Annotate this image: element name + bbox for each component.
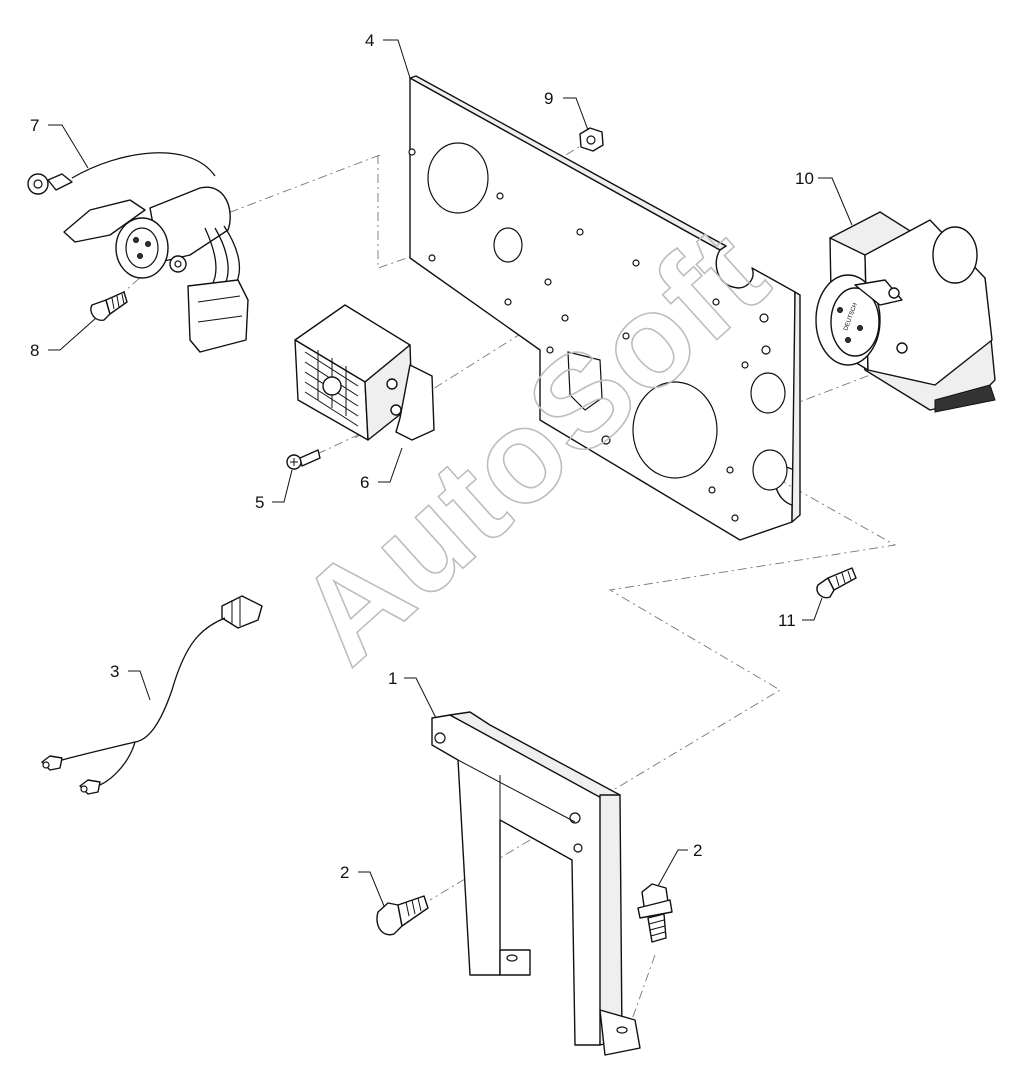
flanged-bolt-right bbox=[637, 883, 673, 943]
callout-2-right: 2 bbox=[693, 841, 702, 860]
flanged-bolt-left bbox=[376, 895, 429, 936]
nut bbox=[579, 127, 604, 152]
callout-5: 4 bbox=[365, 31, 374, 50]
callout-9: 9 bbox=[544, 89, 553, 108]
screw bbox=[90, 291, 128, 321]
leader-lines bbox=[48, 39, 853, 907]
deutsch-connector: DEUTSCH bbox=[815, 211, 996, 413]
callout-8: 8 bbox=[30, 341, 39, 360]
callout-1: 1 bbox=[388, 669, 397, 688]
screw-tapping bbox=[816, 567, 857, 599]
callout-7: 7 bbox=[30, 116, 39, 135]
callout-2-left: 2 bbox=[340, 863, 349, 882]
support-bracket bbox=[431, 711, 641, 1056]
screw-small bbox=[286, 449, 321, 470]
callout-3: 3 bbox=[110, 662, 119, 681]
connector-socket bbox=[27, 152, 249, 353]
wire-harness bbox=[41, 595, 263, 795]
callout-labels: 4 9 7 10 8 5 6 11 3 1 2 2 bbox=[30, 31, 814, 882]
callout-11: 11 bbox=[778, 611, 796, 630]
callout-10: 10 bbox=[795, 169, 814, 188]
callout-6: 6 bbox=[360, 473, 369, 492]
alarm-buzzer bbox=[294, 304, 435, 441]
callout-4: 5 bbox=[255, 493, 264, 512]
mounting-plate bbox=[408, 75, 801, 541]
